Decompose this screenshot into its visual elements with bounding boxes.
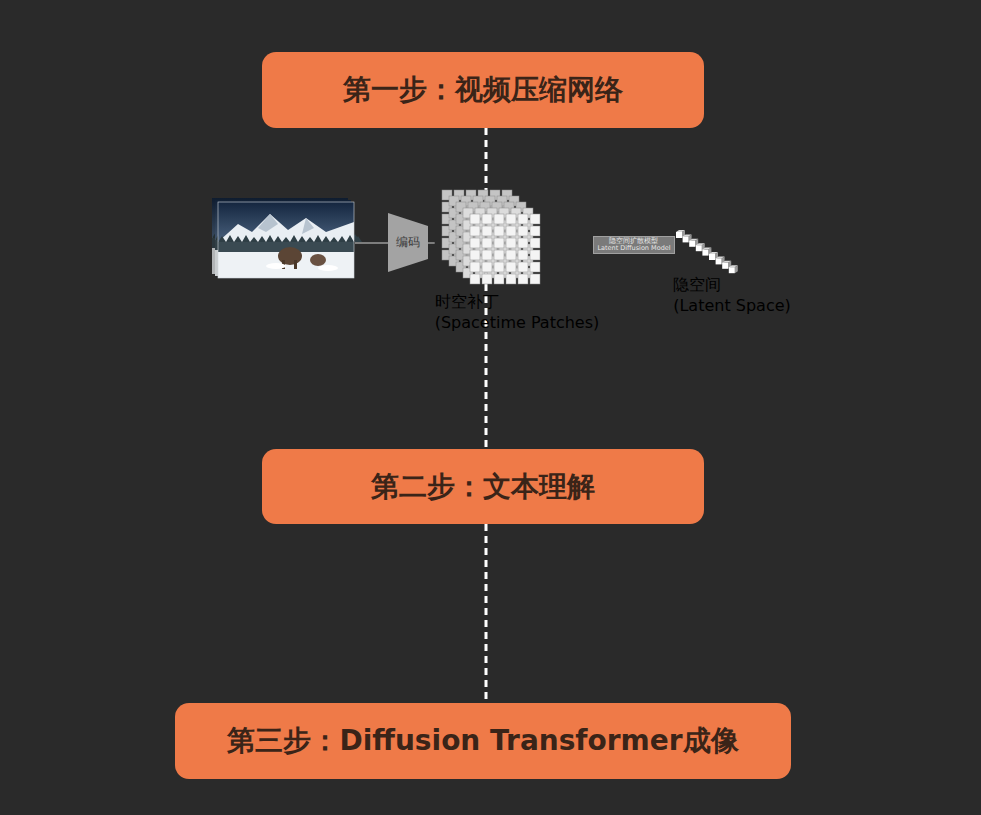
patch-cell <box>530 274 540 284</box>
patch-cell <box>530 250 540 260</box>
patch-cell <box>482 226 492 236</box>
patch-cell <box>506 226 516 236</box>
patch-cell <box>470 250 480 260</box>
patch-cell <box>470 238 480 248</box>
node-text: 时空补丁 <box>435 292 600 313</box>
patch-cell <box>530 214 540 224</box>
encoder-trapezoid: 编码 <box>388 213 428 272</box>
latent-cube-front <box>676 232 682 238</box>
patch-cell <box>470 214 480 224</box>
patch-cell <box>494 226 504 236</box>
connector <box>428 242 435 244</box>
patch-cell <box>494 274 504 284</box>
latent-cube-front <box>716 258 722 264</box>
patch-cell <box>482 238 492 248</box>
patch-cell <box>482 250 492 260</box>
node-text: 隐空间 <box>673 275 791 296</box>
patch-cell <box>530 238 540 248</box>
spacetime-patch-cube: 时空补丁(Spacetime Patches) <box>435 184 600 332</box>
patch-cell <box>518 238 528 248</box>
patch-cell <box>518 274 528 284</box>
patch-cell <box>518 226 528 236</box>
node-text: Latent Diffusion Model <box>597 245 670 252</box>
latent-cube-front <box>683 236 689 242</box>
patch-cell <box>482 214 492 224</box>
step-banner: 第二步：文本理解 <box>262 449 704 524</box>
patch-cell <box>530 262 540 272</box>
latent-cube-side <box>735 265 738 273</box>
patch-cell <box>470 226 480 236</box>
patch-cell <box>518 250 528 260</box>
step-banner: 第三步：Diffusion Transformer成像 <box>175 703 791 779</box>
node-text: 编码 <box>388 213 428 272</box>
patch-cell <box>494 262 504 272</box>
connector <box>485 128 488 449</box>
step-banner: 第一步：视频压缩网络 <box>262 52 704 128</box>
connector <box>485 524 488 703</box>
process-box: 隐空间扩散模型Latent Diffusion Model <box>593 236 674 255</box>
patch-cell <box>470 274 480 284</box>
latent-cube-front <box>689 241 695 247</box>
patch-cell <box>518 214 528 224</box>
latent-cube-front <box>722 263 728 269</box>
latent-cube-front <box>703 250 709 256</box>
patch-cell <box>506 250 516 260</box>
node-text: (Spacetime Patches) <box>435 313 600 332</box>
patch-cell <box>482 274 492 284</box>
node-text: 第三步：Diffusion Transformer成像 <box>209 722 756 760</box>
patch-cell <box>494 238 504 248</box>
patch-cell <box>506 262 516 272</box>
node-text: (Latent Space) <box>673 296 791 315</box>
latent-cube-front <box>696 245 702 251</box>
patch-cell <box>482 262 492 272</box>
latent-cube-front <box>709 254 715 260</box>
trapezoid-fill <box>388 213 428 272</box>
node-text: 第二步：文本理解 <box>353 468 613 506</box>
patch-cell <box>530 226 540 236</box>
video-frames <box>212 198 362 278</box>
node-text: 隐空间扩散模型 <box>597 238 670 245</box>
latent-cube-front <box>729 267 735 273</box>
patch-cell <box>506 274 516 284</box>
latent-strip: 隐空间(Latent Space) <box>673 229 791 315</box>
patch-cell <box>506 238 516 248</box>
feed-line <box>355 242 388 244</box>
patch-cell <box>506 214 516 224</box>
patch-cell <box>518 262 528 272</box>
patch-cell <box>494 214 504 224</box>
patch-cell <box>470 262 480 272</box>
latent-icon <box>673 229 739 275</box>
patch-cell <box>494 250 504 260</box>
patch-cube-icon <box>435 184 547 292</box>
node-text: 第一步：视频压缩网络 <box>325 71 641 109</box>
